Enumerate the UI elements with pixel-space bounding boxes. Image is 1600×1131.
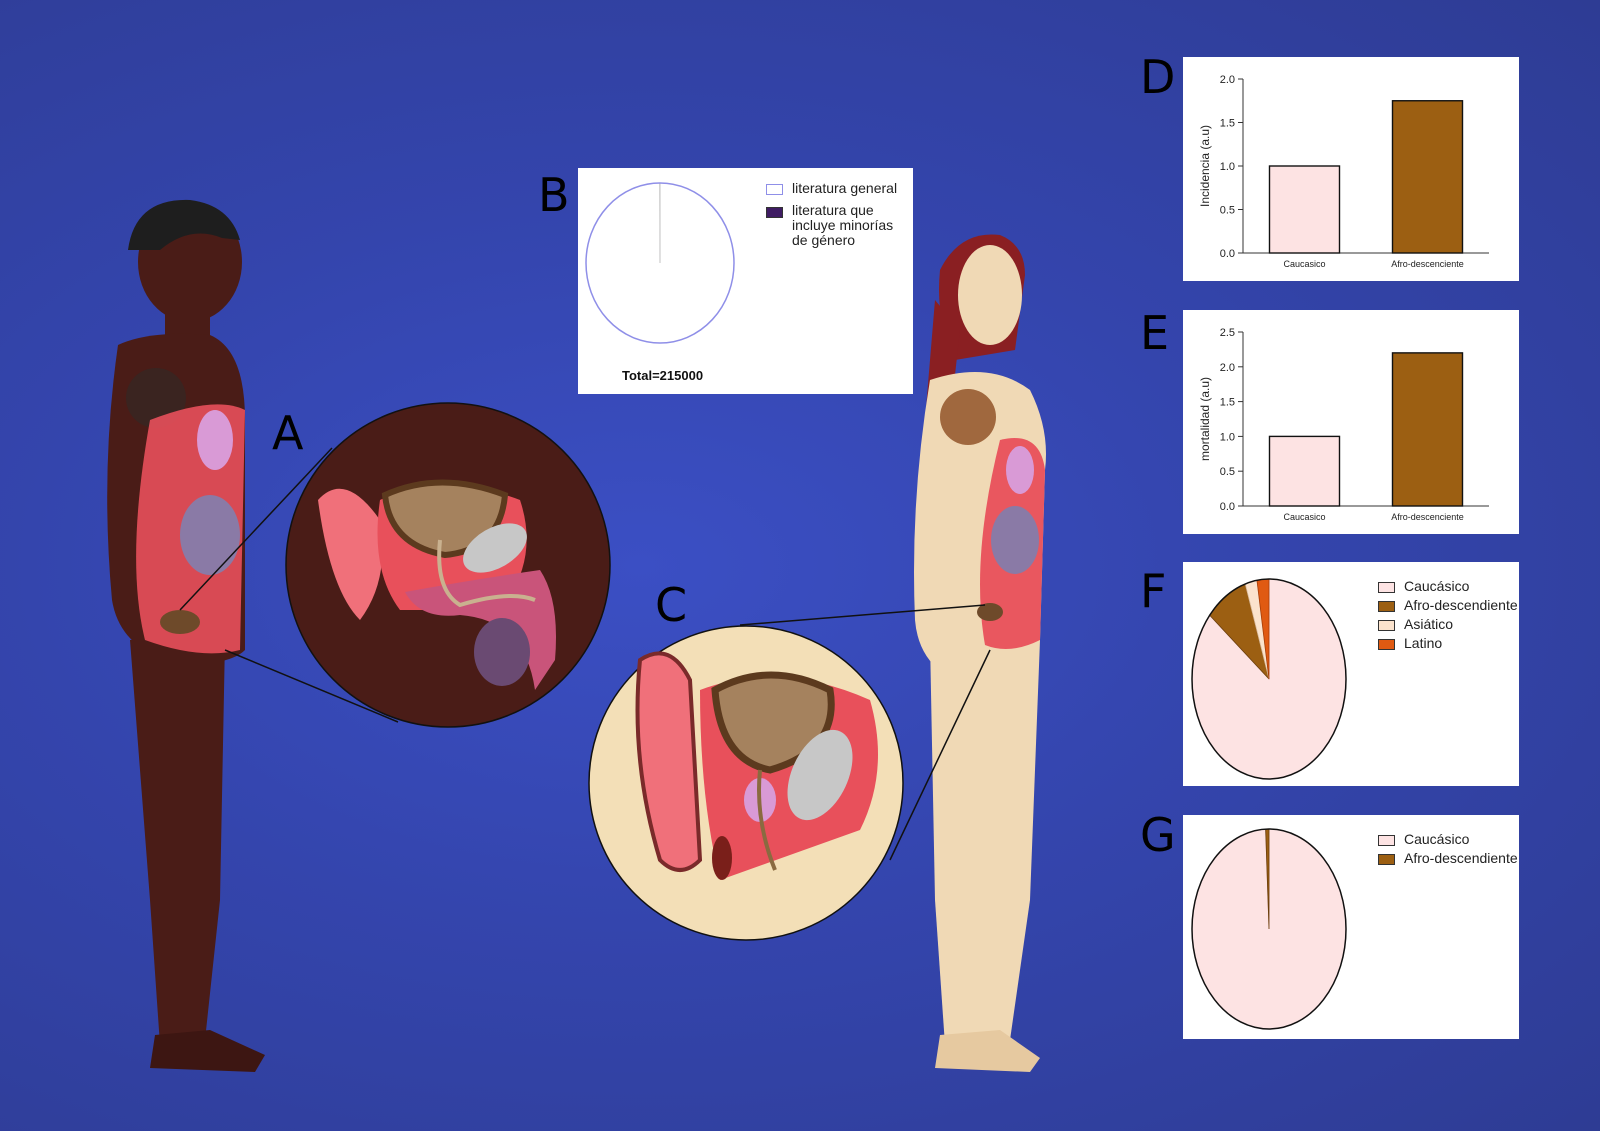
chart-d-ytick-label-2: 1.0 (1220, 161, 1235, 173)
chart-d-ytick-label-3: 1.5 (1220, 118, 1235, 130)
zoom-line-a-bottom (224, 649, 399, 723)
chart-g-outline (1191, 828, 1347, 1030)
legend-b-label-0: literatura general (792, 180, 898, 196)
female-head (958, 245, 1022, 345)
chart-g-pie: Caucásico Afro-descendiente (1183, 815, 1519, 1039)
legend-g-label-0: Caucásico (1404, 831, 1470, 847)
pie-f-slices (1191, 578, 1347, 780)
chart-g-svg (1191, 828, 1347, 1030)
chart-d-ytick-label-4: 2.0 (1220, 74, 1235, 86)
chart-d-bar-1 (1391, 100, 1464, 254)
chart-d-ytick-label-0: 0.0 (1220, 248, 1235, 260)
zoom-circle-c (588, 625, 904, 941)
pie-b-slices (585, 182, 735, 344)
legend-b-swatch-0 (766, 184, 783, 195)
male-foot (150, 1030, 265, 1072)
chart-e-mortality: 0.0 0.5 1.0 1.5 2.0 2.5 mortalidad (a.u) Caucas… (1183, 310, 1519, 534)
male-hair (128, 199, 240, 250)
panel-label-e: E (1140, 306, 1170, 360)
chart-d-xtick-label-1: Afro-descenciente (1391, 259, 1464, 269)
legend-b-swatch-1 (766, 207, 783, 218)
chart-f-population-pie: Caucásico Afro-descendiente Asiático Lat… (1183, 562, 1519, 786)
legend-f-item-0: Caucásico (1378, 578, 1469, 594)
female-legs (930, 640, 1040, 1045)
chart-b-literature-pie: literatura general literatura que incluy… (578, 168, 913, 394)
chart-d-bar-0 (1268, 165, 1341, 254)
legend-b-item-1: literatura que incluye minorías de géner… (766, 203, 906, 248)
legend-b-label-1: literatura que incluye minorías de géner… (792, 202, 894, 248)
zoom-circle-a (285, 402, 611, 728)
male-lung (197, 410, 233, 470)
zoom-line-c-bottom (889, 649, 991, 861)
chart-e-ytick-label-3: 1.5 (1220, 397, 1235, 409)
legend-f-swatch-0 (1378, 582, 1395, 593)
male-bladder (160, 610, 200, 634)
panel-label-g: G (1140, 808, 1176, 862)
legend-f-label-0: Caucásico (1404, 578, 1470, 594)
legend-f-label-2: Asiático (1404, 616, 1454, 632)
chart-b-total: Total=215000 (622, 368, 704, 383)
chart-b-outline (585, 182, 735, 344)
legend-f-label-1: Afro-descendiente (1404, 597, 1518, 613)
male-intestine (180, 495, 240, 575)
chart-e-xtick-label-1: Afro-descenciente (1391, 512, 1464, 522)
panel-label-d: D (1140, 50, 1176, 104)
female-bladder (977, 603, 1003, 621)
chart-e-ytick-label-2: 1.0 (1220, 431, 1235, 443)
chart-d-xtick-label-0: Caucasico (1283, 259, 1325, 269)
female-shoulder (940, 389, 996, 445)
chart-e-ylabel: mortalidad (a.u) (1198, 377, 1212, 461)
male-figure (107, 199, 265, 1072)
chart-e-ytick-label-1: 0.5 (1220, 466, 1235, 478)
legend-f-swatch-2 (1378, 620, 1395, 631)
female-foot (935, 1030, 1040, 1072)
chart-e-bar-1 (1391, 352, 1464, 507)
panel-label-a: A (272, 406, 304, 460)
legend-f-item-3: Latino (1378, 635, 1442, 651)
chart-d-ylabel: Incidencia (a.u) (1198, 125, 1212, 207)
chart-f-outline (1191, 578, 1347, 780)
legend-g-item-0: Caucásico (1378, 831, 1469, 847)
pie-g-slices (1191, 828, 1347, 1030)
legend-f-swatch-3 (1378, 639, 1395, 650)
zoom-line-c-top (739, 604, 986, 626)
legend-f-item-2: Asiático (1378, 616, 1453, 632)
legend-g-item-1: Afro-descendiente (1378, 850, 1518, 866)
chart-e-bar-0 (1268, 435, 1341, 507)
female-figure (914, 234, 1046, 1072)
legend-f-item-1: Afro-descendiente (1378, 597, 1518, 613)
chart-e-xtick-label-0: Caucasico (1283, 512, 1325, 522)
panel-label-c: C (655, 578, 688, 632)
legend-g-swatch-1 (1378, 854, 1395, 865)
legend-g-swatch-0 (1378, 835, 1395, 846)
male-legs (130, 640, 225, 1045)
legend-b-item-0: literatura general (766, 180, 897, 196)
chart-d-ytick-label-1: 0.5 (1220, 205, 1235, 217)
female-intestine (991, 506, 1039, 574)
chart-f-svg (1191, 578, 1347, 780)
legend-f-label-3: Latino (1404, 635, 1443, 651)
chart-b-svg (585, 182, 735, 344)
chart-e-ytick-label-5: 2.5 (1220, 327, 1235, 339)
chart-e-svg: 0.0 0.5 1.0 1.5 2.0 2.5 mortalidad (a.u) Caucas… (1198, 327, 1489, 522)
panel-label-f: F (1140, 564, 1167, 618)
zoom-line-a-top (179, 447, 333, 611)
chart-e-ytick-label-0: 0.0 (1220, 501, 1235, 513)
female-lung (1006, 446, 1034, 494)
chart-e-ytick-label-4: 2.0 (1220, 362, 1235, 374)
legend-f-swatch-1 (1378, 601, 1395, 612)
legend-g-label-1: Afro-descendiente (1404, 850, 1518, 866)
panel-label-b: B (538, 168, 570, 222)
